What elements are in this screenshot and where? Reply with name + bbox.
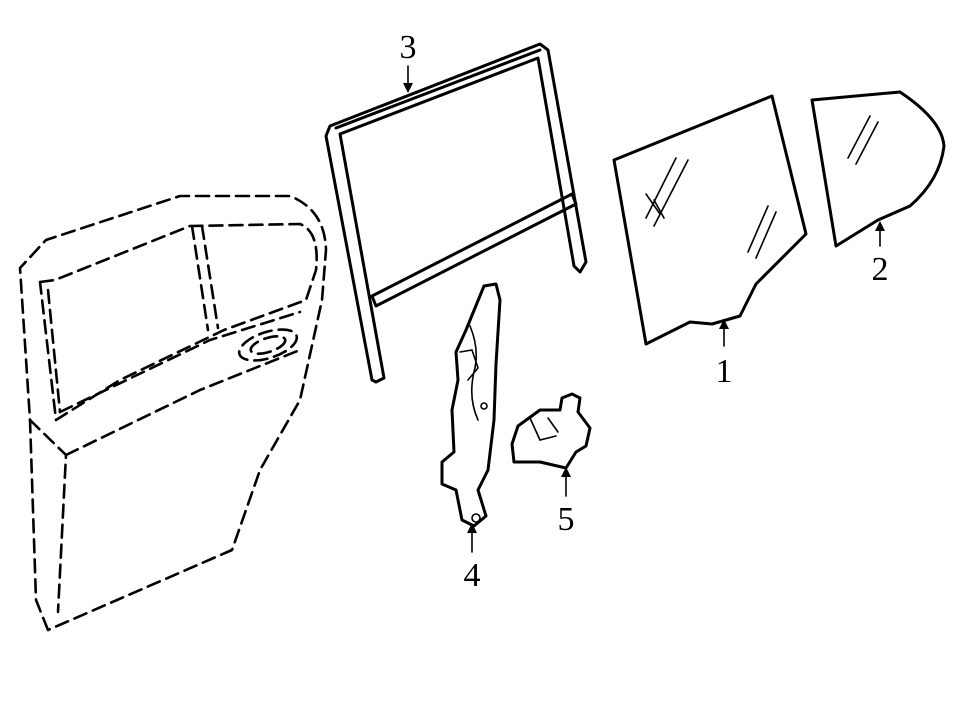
callout-1: 1 xyxy=(716,353,733,390)
callout-4: 4 xyxy=(464,557,481,594)
callout-2: 2 xyxy=(872,251,889,288)
door-glass xyxy=(612,94,808,346)
regulator-motor xyxy=(510,392,592,470)
callout-3: 3 xyxy=(400,29,417,66)
leader-arrows xyxy=(403,65,885,553)
window-regulator xyxy=(440,282,502,528)
glass-run-channel xyxy=(324,42,588,384)
door-shell-outline xyxy=(18,194,328,632)
callout-5: 5 xyxy=(558,501,575,538)
quarter-glass xyxy=(810,90,946,248)
